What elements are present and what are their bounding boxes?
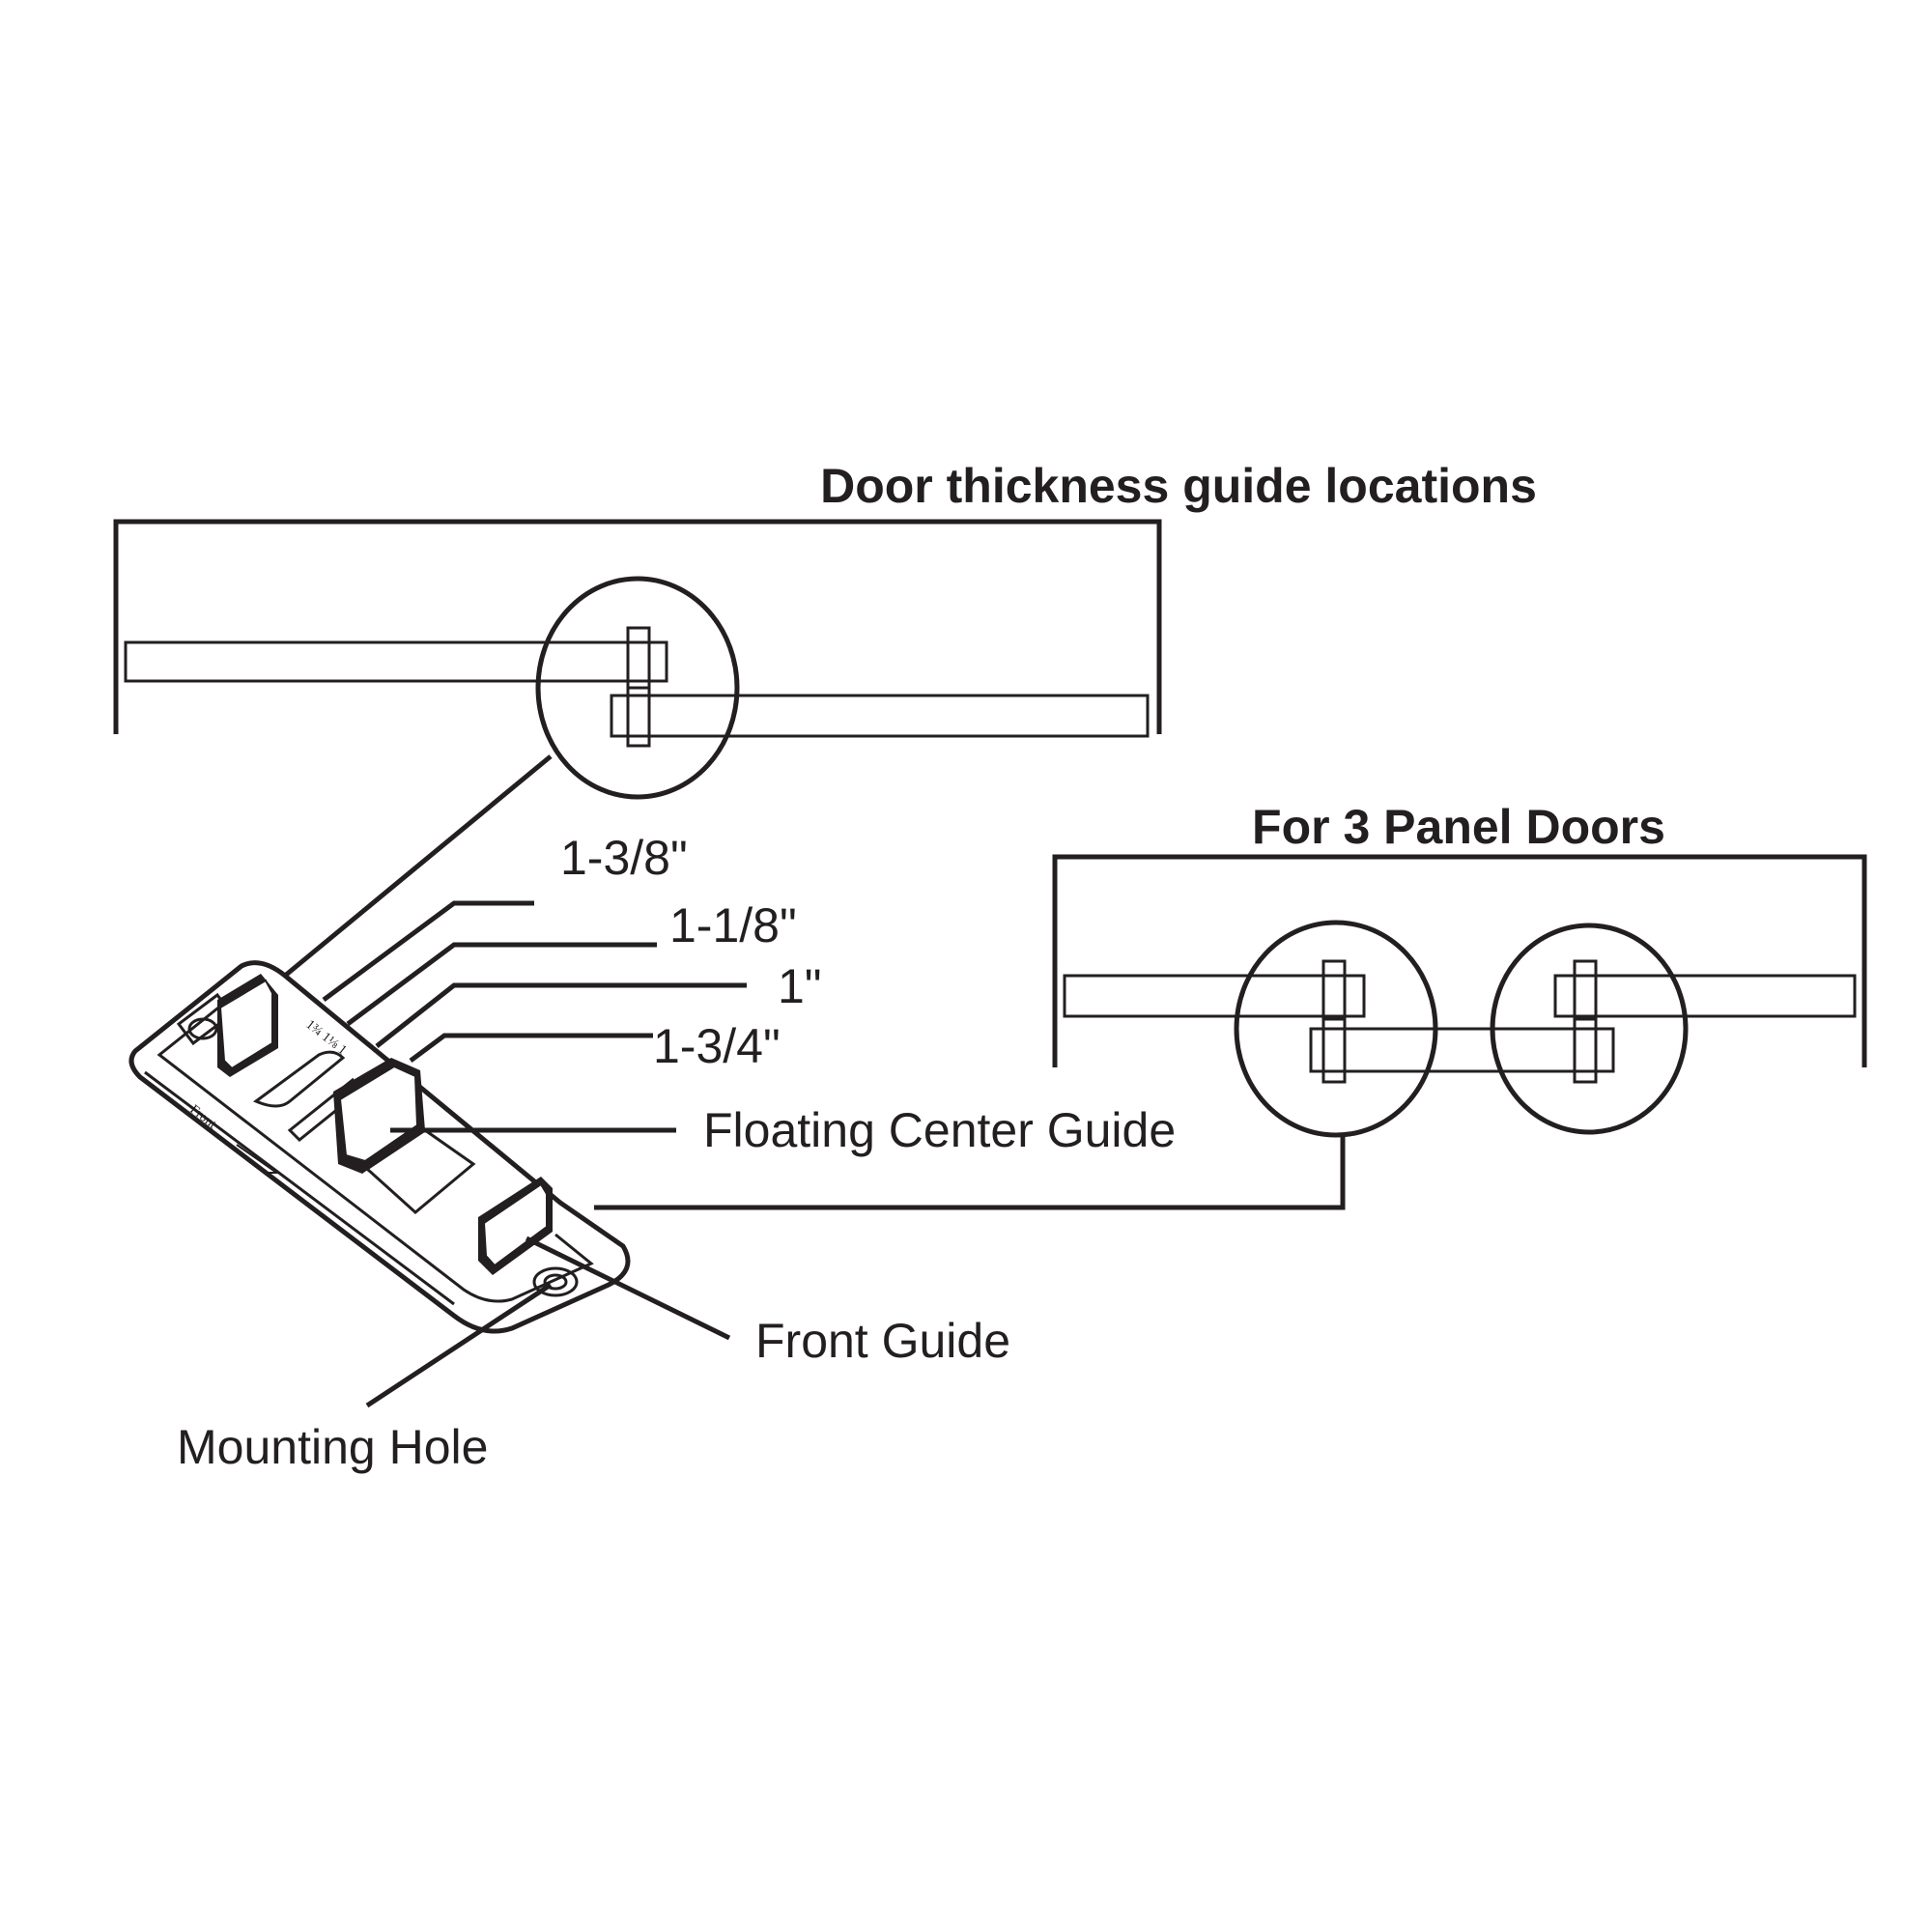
left-guide-location-circle	[1234, 920, 1438, 1138]
dimension-label: 1-1/8"	[669, 898, 797, 952]
dim-1-leader	[375, 982, 747, 1048]
dim-1-3-4-leader	[409, 1033, 653, 1064]
mounting-hole-leader	[365, 1282, 553, 1408]
front-guide-leader	[525, 1236, 731, 1341]
mounting-hole	[532, 1266, 579, 1297]
main-title: Door thickness guide locations	[820, 459, 1537, 513]
dim-1-1-8-leader	[346, 942, 657, 1027]
three-panel-title: For 3 Panel Doors	[1252, 800, 1665, 854]
guide-location-circle	[535, 576, 740, 800]
left-door-panel	[1063, 974, 1366, 1018]
right-pin-lower	[1573, 1017, 1598, 1084]
leader-lines	[283, 754, 1346, 1408]
two-panel-leader	[283, 754, 553, 978]
rear-door-pin	[626, 626, 651, 690]
front-door-panel	[610, 694, 1150, 738]
three-panel-door-bracket	[1052, 854, 1867, 1067]
three-panel-door-detail	[1063, 920, 1857, 1138]
front-door-pin	[626, 686, 651, 748]
dim-1-3-8-leader	[322, 900, 534, 1003]
left-pin-lower	[1321, 1017, 1347, 1084]
middle-door-panel	[1309, 1027, 1615, 1073]
floating-center-guide-label: Floating Center Guide	[703, 1103, 1176, 1157]
two-panel-door-detail	[124, 576, 1150, 800]
mounting-hole-label: Mounting Hole	[177, 1420, 488, 1474]
dimension-label: 1-3/8"	[560, 831, 688, 885]
front-guide-label: Front Guide	[755, 1314, 1010, 1368]
right-pin-upper	[1573, 959, 1598, 1021]
door-guide-part: 1¾ 1⅛ 1 Front	[128, 960, 631, 1334]
right-guide-location-circle	[1490, 923, 1689, 1135]
three-panel-leader	[594, 1133, 1346, 1210]
two-panel-door-bracket	[113, 519, 1162, 734]
right-door-panel	[1553, 974, 1857, 1018]
dimension-label: 1-3/4"	[653, 1019, 781, 1073]
dimension-label: 1"	[778, 959, 822, 1013]
guide-base-plate	[128, 960, 631, 1334]
rear-door-panel	[124, 640, 668, 683]
left-pin-upper	[1321, 959, 1347, 1021]
